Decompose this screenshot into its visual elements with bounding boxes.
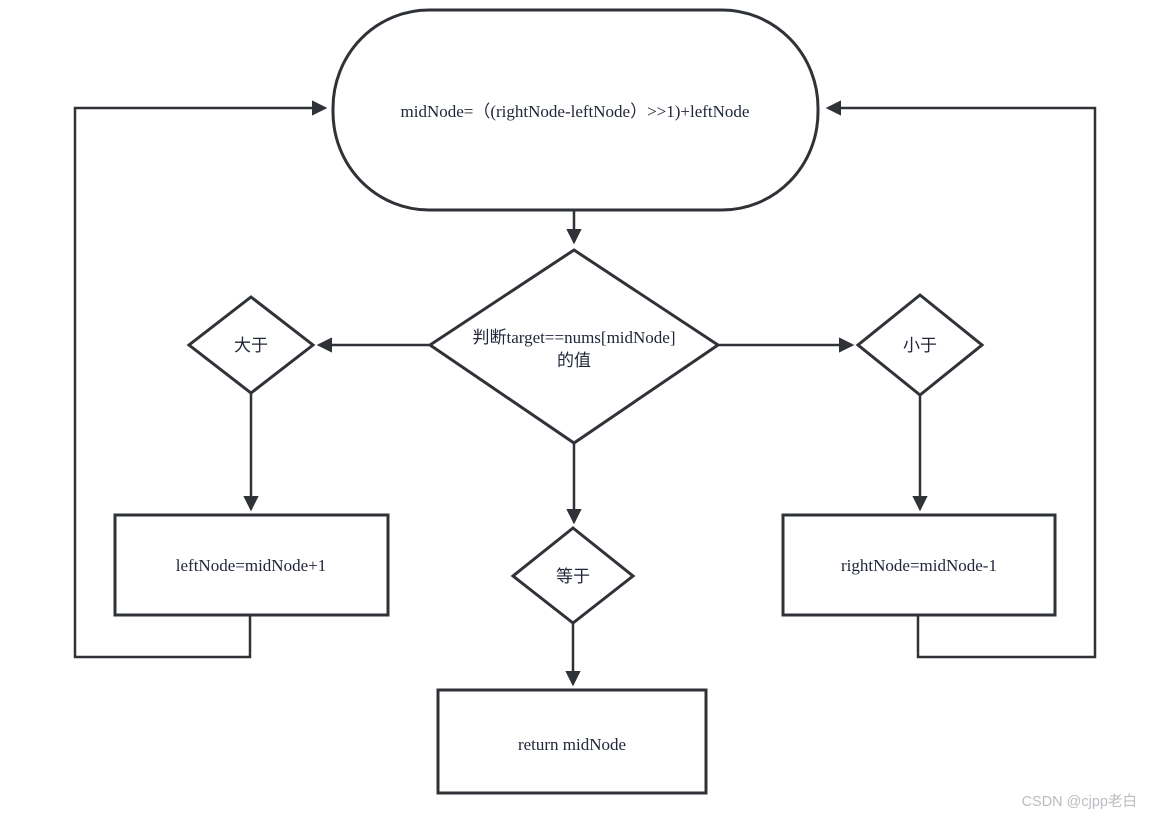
node-equal-label: 等于 [556,567,590,586]
equal-shape [510,526,636,625]
set-right-shape [781,513,1057,617]
node-set-right-label: rightNode=midNode-1 [841,556,997,575]
edge-setleft-loop-to-compute [73,100,328,659]
node-set-left-label: leftNode=midNode+1 [176,556,326,575]
greater-shape [186,295,316,395]
node-decision-label-line2: 的值 [557,351,591,370]
node-compute-mid-label: midNode=（(rightNode-leftNode）>>1)+leftNo… [401,102,750,121]
node-equal: 等于 [510,526,636,625]
node-return-mid: return midNode [436,688,708,795]
node-less-label: 小于 [903,336,937,355]
node-decision: 判断target==nums[midNode] 的值 [427,248,721,445]
decision-shape [427,248,721,445]
node-greater-label: 大于 [234,336,268,355]
terminator-shape [331,8,820,212]
node-set-right: rightNode=midNode-1 [781,513,1057,617]
set-left-shape [113,513,390,617]
return-mid-shape [436,688,708,795]
edge-setright-loop-to-compute [825,100,1097,659]
nodes-layer: midNode=（(rightNode-leftNode）>>1)+leftNo… [113,8,1057,795]
edges-layer [73,100,1097,687]
node-less: 小于 [855,293,985,397]
node-compute-mid: midNode=（(rightNode-leftNode）>>1)+leftNo… [331,8,820,212]
watermark: CSDN @cjpp老白 [1022,793,1137,810]
node-return-mid-label: return midNode [518,735,626,754]
less-shape [855,293,985,397]
node-set-left: leftNode=midNode+1 [113,513,390,617]
node-decision-label-line1: 判断target==nums[midNode] [473,328,676,347]
node-greater: 大于 [186,295,316,395]
